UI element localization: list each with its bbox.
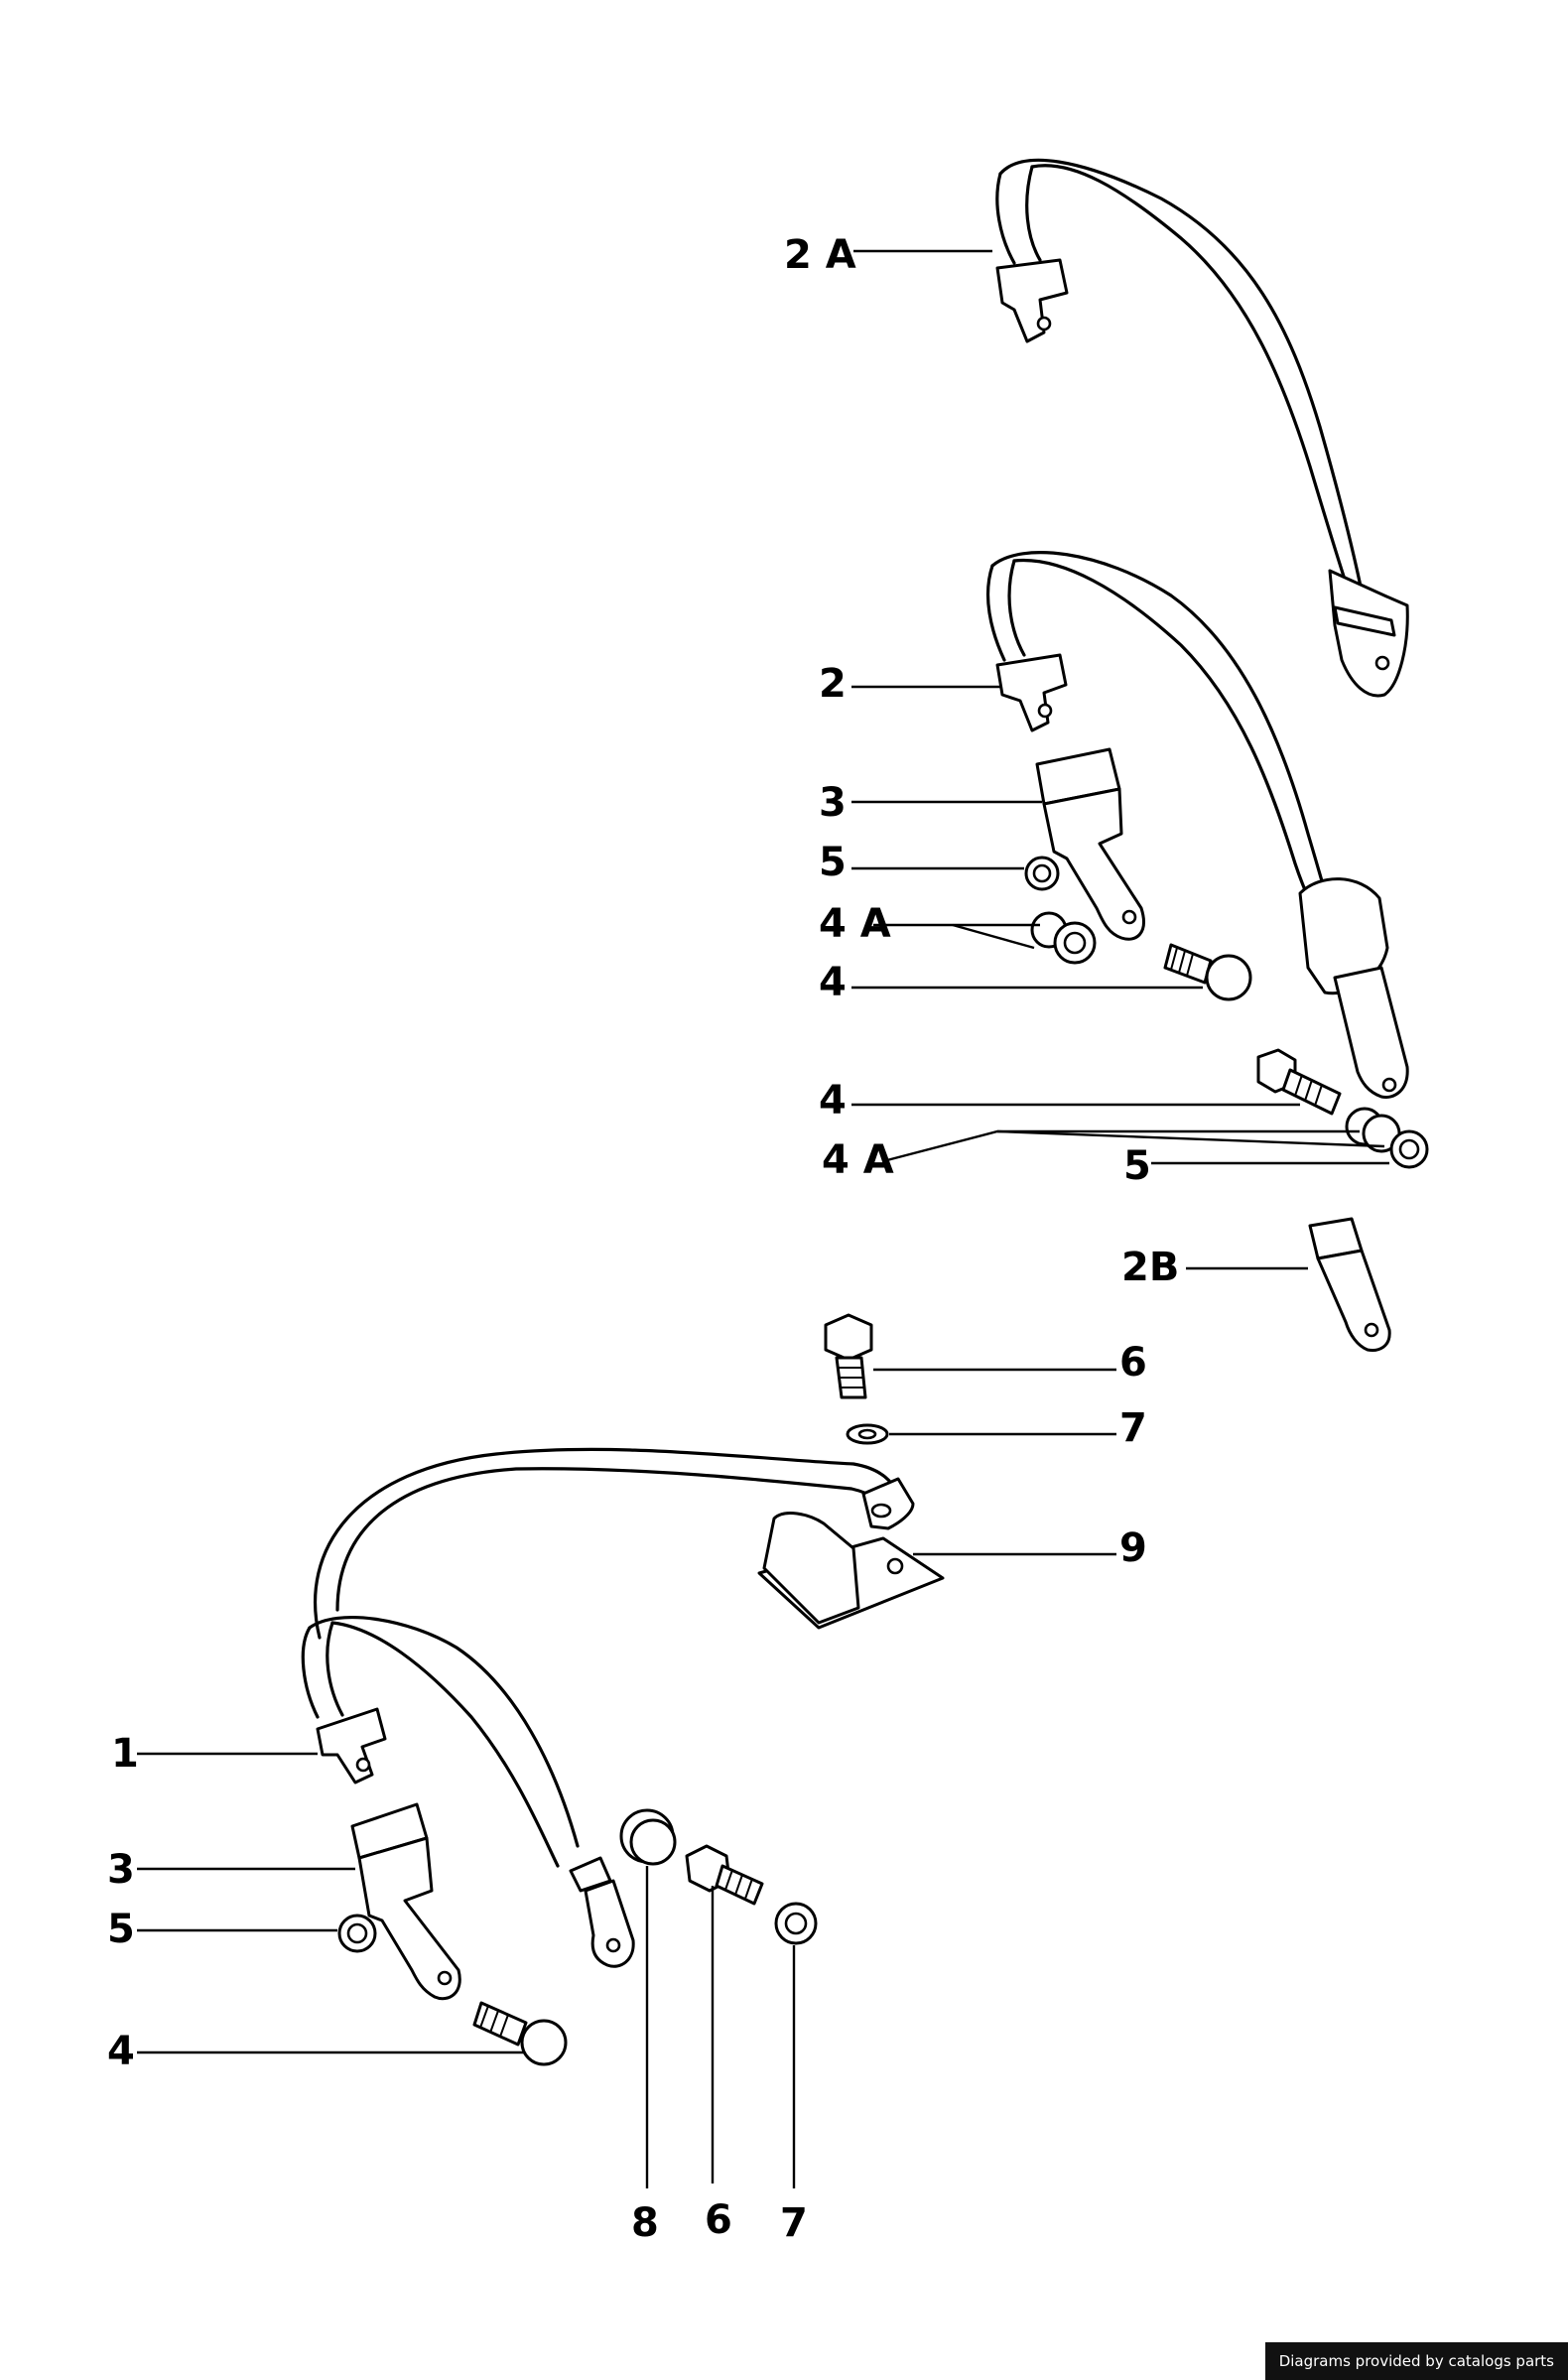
washer-5-left — [337, 1914, 377, 1953]
belt-assembly-1 — [301, 1447, 915, 1968]
belt-assembly-2 — [985, 551, 1409, 1100]
callout-7-upper: 7 — [1119, 1405, 1147, 1451]
belt-assembly-2a — [995, 158, 1409, 698]
buckle-3-upper — [1035, 747, 1145, 941]
bolt-4-hex-upper — [1256, 1048, 1342, 1116]
callout-2a: 2 A — [784, 232, 856, 278]
bracket-9 — [757, 1512, 945, 1630]
callout-3-lower: 3 — [107, 1847, 135, 1893]
bolt-6-upper — [824, 1313, 873, 1399]
washer-5-lower — [1389, 1129, 1429, 1169]
callout-6-lower: 6 — [705, 2197, 732, 2243]
callout-1: 1 — [111, 1731, 139, 1777]
bolt-4-upper — [1163, 943, 1252, 1001]
callout-2b: 2B — [1121, 1245, 1179, 1290]
callout-9: 9 — [1119, 1525, 1147, 1571]
callout-3-upper: 3 — [819, 780, 847, 826]
callout-5-lower: 5 — [107, 1907, 135, 1952]
washer-5-upper — [1024, 856, 1060, 891]
credit-badge: Diagrams provided by catalogs parts — [1264, 2342, 1568, 2380]
callout-6-upper: 6 — [1119, 1340, 1147, 1386]
callout-4a-upper: 4 A — [819, 901, 891, 947]
callout-4-upper: 4 — [819, 960, 847, 1005]
tongue-2b — [1308, 1217, 1391, 1352]
washer-7-lower — [774, 1902, 818, 1945]
cap-8 — [619, 1808, 677, 1866]
bolt-6-lower — [685, 1844, 764, 1906]
callout-2: 2 — [819, 661, 847, 707]
leader-lines — [137, 249, 1389, 2188]
spacer-4a-upper — [1030, 911, 1097, 965]
callout-7-lower: 7 — [780, 2200, 808, 2246]
callout-4-lower: 4 — [107, 2029, 135, 2074]
callout-4-middle: 4 — [819, 1078, 847, 1124]
buckle-3-lower — [350, 1802, 461, 2001]
callout-8: 8 — [631, 2200, 659, 2246]
callout-5-upper: 5 — [819, 840, 847, 885]
bolt-4-left — [472, 2001, 568, 2066]
callout-5-middle: 5 — [1123, 1143, 1151, 1189]
washer-7-upper — [846, 1423, 889, 1445]
callout-4a-middle: 4 A — [822, 1137, 894, 1183]
